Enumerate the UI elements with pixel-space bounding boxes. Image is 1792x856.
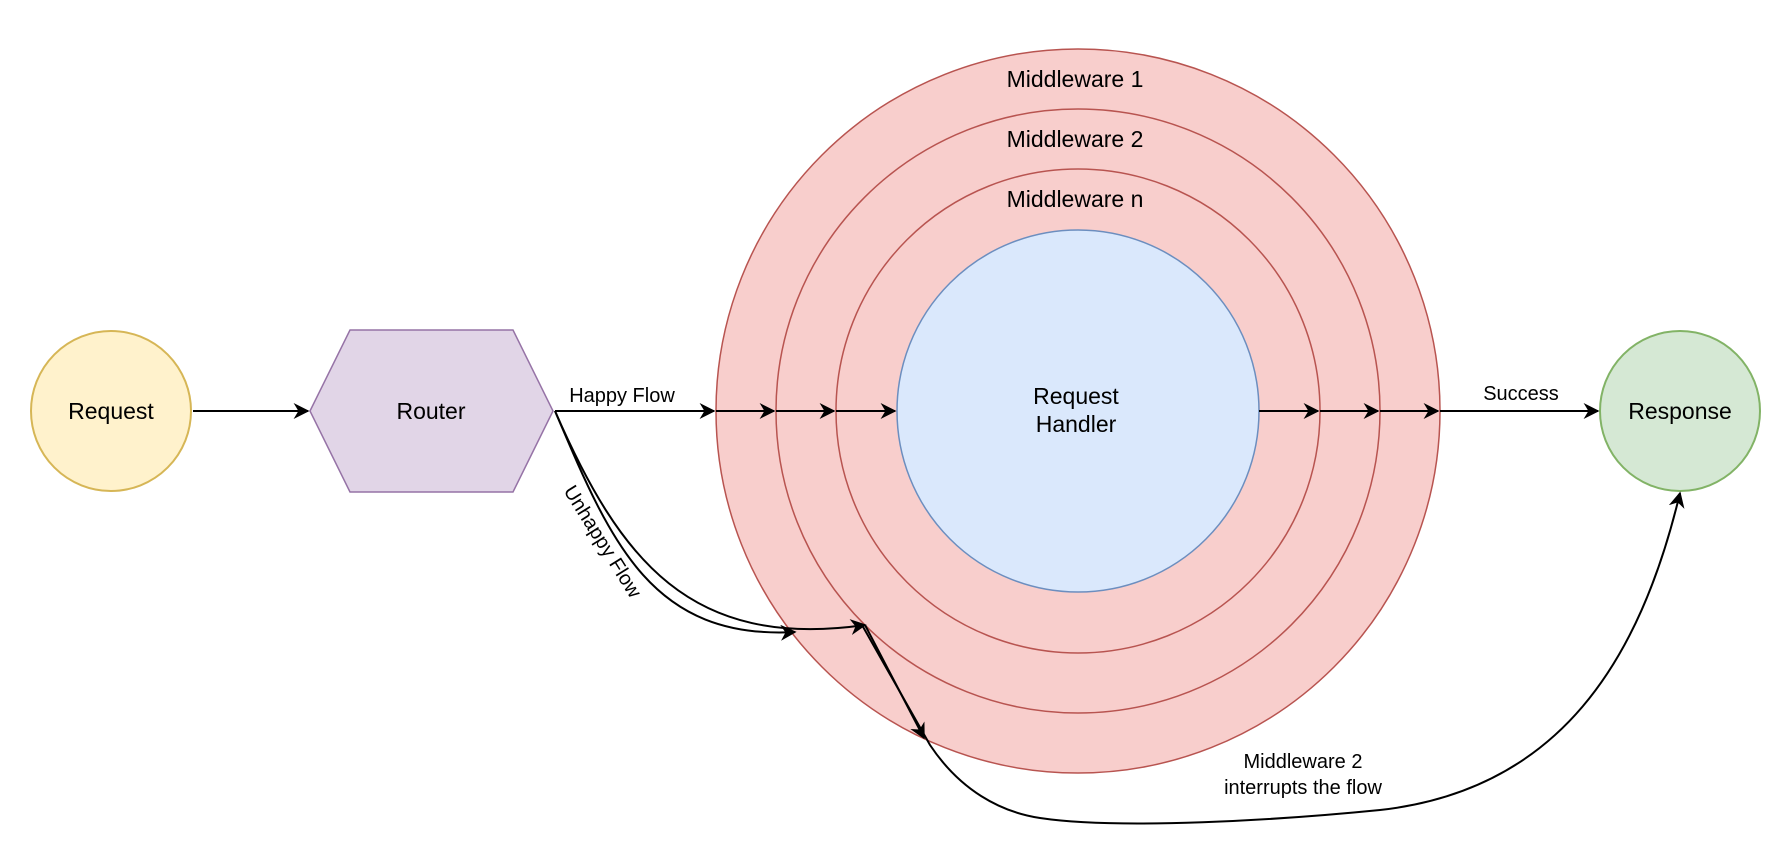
edge-interrupt-to-response [861, 491, 1685, 825]
edge-unhappy-flow-2 [554, 410, 867, 635]
response-label: Response [1628, 398, 1732, 424]
edge-unhappy-flow-1 [554, 410, 797, 641]
request-handler-label-line1: Request [1033, 383, 1119, 409]
middleware-2-label: Middleware 2 [1007, 126, 1144, 152]
success-label: Success [1483, 383, 1559, 405]
happy-flow-label: Happy Flow [569, 385, 675, 407]
middleware-n-label: Middleware n [1007, 186, 1144, 212]
response-node [1599, 330, 1761, 492]
unhappy-flow-label: Unhappy Flow [559, 482, 646, 603]
interrupt-label-line2: interrupts the flow [1224, 777, 1382, 799]
router-label: Router [396, 398, 465, 424]
request-handler-label-line2: Handler [1036, 411, 1117, 437]
router-node [309, 329, 554, 493]
interrupt-label-line1: Middleware 2 [1244, 751, 1363, 773]
middleware-1-label: Middleware 1 [1007, 66, 1144, 92]
request-node [30, 330, 192, 492]
request-label: Request [68, 398, 154, 424]
